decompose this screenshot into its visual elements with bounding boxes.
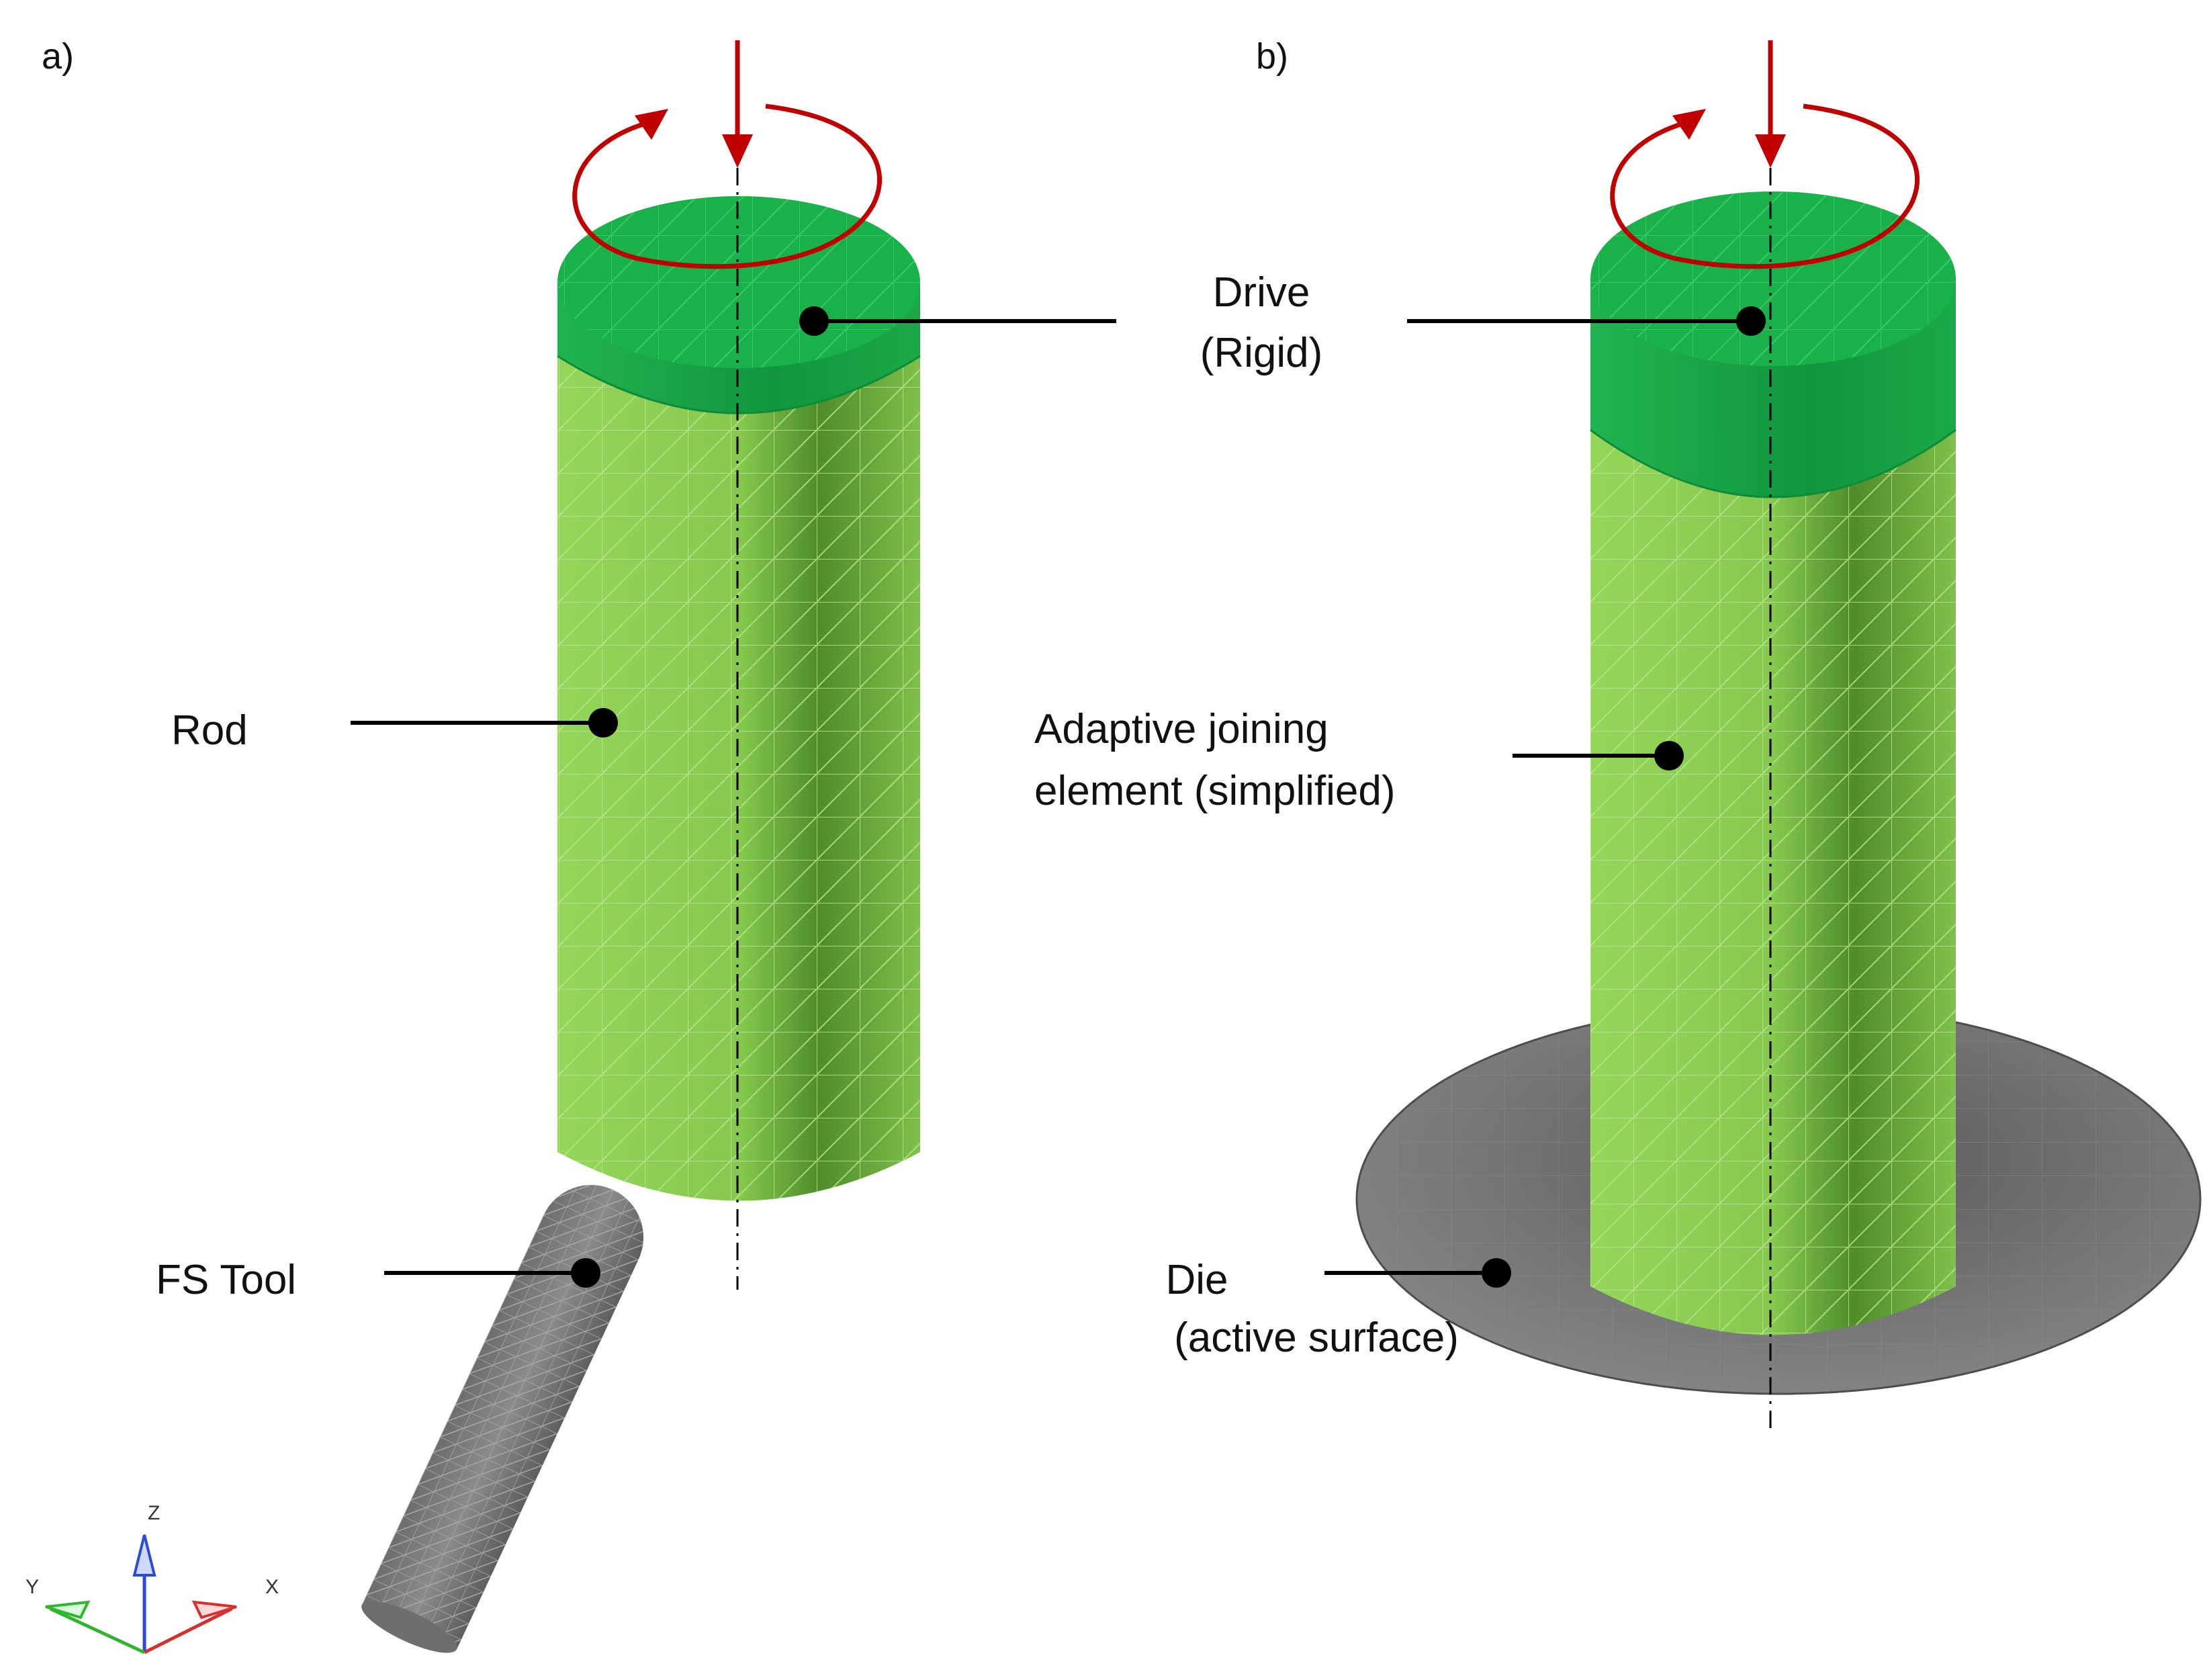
triad-y-label: Y bbox=[26, 1576, 39, 1598]
fs-tool-label: FS Tool bbox=[156, 1257, 296, 1303]
triad-z-label: Z bbox=[148, 1502, 160, 1524]
rotation-arrow-icon bbox=[1610, 103, 1920, 269]
die-label-line2: (active surface) bbox=[1174, 1315, 1459, 1361]
drive-label-line1: Drive bbox=[1213, 269, 1310, 316]
callout-die: Die (active surface) bbox=[1165, 1257, 1511, 1361]
coordinate-triad-icon: Z Y X bbox=[26, 1502, 279, 1654]
rotation-arrow-icon bbox=[572, 103, 883, 269]
adaptive-joining-element bbox=[1590, 403, 1956, 1335]
triad-x-label: X bbox=[265, 1576, 279, 1598]
down-arrow-icon bbox=[1755, 40, 1786, 168]
drive-b bbox=[1590, 191, 1956, 498]
callout-drive: Drive (Rigid) bbox=[799, 269, 1766, 376]
callout-rod: Rod bbox=[171, 707, 618, 754]
panel-b-label: b) bbox=[1256, 36, 1288, 77]
panel-a-label: a) bbox=[42, 36, 74, 77]
drive-label-line2: (Rigid) bbox=[1200, 330, 1323, 376]
rod-label: Rod bbox=[171, 707, 248, 754]
adaptive-label-line2: element (simplified) bbox=[1034, 768, 1396, 814]
adaptive-label-line1: Adaptive joining bbox=[1034, 706, 1328, 752]
callout-adaptive-element: Adaptive joining element (simplified) bbox=[1034, 706, 1684, 814]
drive-a bbox=[557, 196, 921, 414]
die-label-line1: Die bbox=[1165, 1257, 1228, 1303]
fs-tool bbox=[361, 1185, 643, 1653]
down-arrow-icon bbox=[722, 40, 753, 168]
rod-body bbox=[557, 349, 920, 1201]
callout-fs-tool: FS Tool bbox=[156, 1257, 600, 1303]
